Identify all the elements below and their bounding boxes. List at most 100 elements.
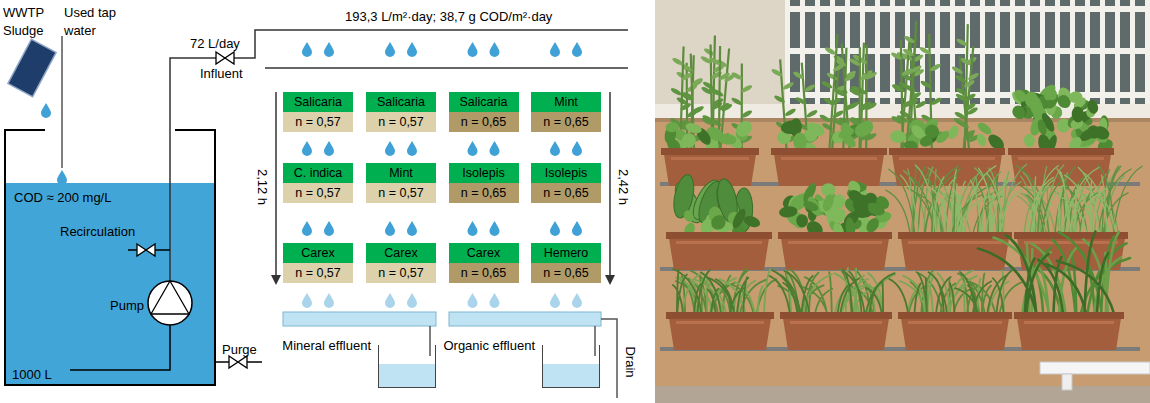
collection-tray	[449, 312, 601, 326]
water-drop	[385, 141, 395, 156]
plant-leaf	[708, 87, 721, 97]
plant-leaf	[718, 102, 731, 112]
porosity-value: n = 0,57	[366, 183, 436, 203]
plant-leaf	[773, 94, 786, 104]
plant-leaves	[676, 269, 770, 316]
plant-leaves	[1027, 166, 1116, 236]
text-holder: Drain	[622, 346, 640, 377]
plant-leaf	[902, 48, 915, 58]
species-name: Salicaria	[283, 92, 353, 112]
plant-leaf	[740, 109, 753, 119]
planter-rim	[1014, 312, 1124, 319]
text-holder: 2,12 h	[254, 169, 272, 205]
water-drop	[324, 42, 334, 57]
source-label: Used tap water	[64, 5, 116, 38]
water-drop	[468, 141, 478, 156]
plant-leaf	[1027, 94, 1046, 119]
plant-leaves	[901, 165, 1021, 236]
water-drop	[468, 221, 478, 236]
effluent-tank: Mineral effluent	[378, 345, 436, 388]
porosity-value: n = 0,57	[283, 112, 353, 132]
water-drop	[468, 293, 478, 308]
plant-leaf	[802, 199, 820, 213]
planter-shade	[790, 321, 882, 324]
plant-leaves	[978, 232, 1115, 317]
distribution-pipe	[265, 67, 628, 69]
downspout	[1062, 374, 1072, 390]
plant-leaf	[679, 102, 692, 112]
tap-pipe	[61, 36, 63, 168]
species-name: Carex	[283, 243, 353, 263]
species-name: Isolepis	[531, 163, 601, 183]
plant-leaf	[929, 63, 942, 73]
valve-label: Recirculation	[60, 224, 135, 239]
plant-leaf	[1042, 85, 1059, 103]
species-name: Isolepis	[449, 163, 519, 183]
species-name: Carex	[366, 243, 436, 263]
text-holder: 2,42 h	[615, 169, 633, 205]
influent-pipe	[170, 30, 628, 281]
planter-shade	[908, 241, 1002, 244]
plant-leaf	[682, 91, 695, 101]
plant-module: Carexn = 0,57	[366, 243, 436, 283]
plant-leaf	[966, 106, 979, 116]
porosity-value: n = 0,57	[366, 263, 436, 283]
loading-rate: 193,3 L/m²·day; 38,7 g COD/m²·day	[345, 9, 552, 24]
planter-rim	[666, 232, 772, 239]
plant-leaf	[681, 72, 694, 82]
planter-shade	[676, 241, 762, 244]
plant-leaf	[742, 214, 762, 229]
text-holder: Pump	[110, 296, 144, 314]
plant-leaf	[782, 81, 795, 91]
planter-rim	[1008, 148, 1114, 155]
text-holder: Purge	[222, 340, 257, 358]
plant-leaf	[967, 72, 980, 82]
time-arrow	[275, 92, 277, 277]
water-drop	[407, 141, 417, 156]
water-drop	[385, 293, 395, 308]
water-drop	[302, 141, 312, 156]
plant-leaf	[730, 96, 743, 106]
water-drop	[572, 293, 582, 308]
plant-leaf	[806, 109, 819, 119]
ground	[655, 386, 1150, 403]
plant-leaves	[889, 270, 1012, 316]
planter-rim	[778, 232, 892, 239]
plant-leaf	[918, 134, 933, 148]
text-holder: Recirculation	[60, 222, 135, 240]
plant-leaf	[682, 209, 695, 224]
plant-leaf	[955, 93, 968, 103]
plant-module: Mintn = 0,65	[531, 92, 601, 132]
water-drop	[57, 170, 67, 185]
text-holder: 193,3 L/m²·day; 38,7 g COD/m²·day	[345, 7, 552, 25]
valve-symbol	[216, 52, 234, 64]
water-drop	[572, 221, 582, 236]
wall-photo	[655, 0, 1150, 403]
planter-shade	[1024, 321, 1114, 324]
plant-leaf	[832, 109, 845, 119]
water-drop	[302, 293, 312, 308]
planter-shade	[788, 241, 882, 244]
water-drop	[324, 141, 334, 156]
gutter	[1040, 362, 1150, 374]
window-grille	[785, 6, 1150, 12]
water-drop	[385, 42, 395, 57]
porosity-value: n = 0,57	[366, 112, 436, 132]
pump-symbol	[148, 281, 192, 325]
pipe-label: Influent	[200, 66, 243, 81]
water-drop	[302, 42, 312, 57]
plant-leaf	[901, 67, 914, 77]
planter-rim	[1014, 232, 1128, 239]
planter-rim	[771, 148, 887, 155]
water-drop	[550, 141, 560, 156]
plant-leaf	[805, 120, 827, 139]
planter-shade	[899, 157, 995, 160]
planter-shade	[781, 157, 877, 160]
plant-leaf	[829, 97, 842, 107]
valve-symbol	[229, 356, 247, 368]
plant-leaf	[840, 122, 852, 137]
plant-leaf	[976, 121, 993, 137]
plant-leaf	[826, 71, 839, 81]
plant-leaf	[850, 195, 872, 218]
water-drop	[572, 141, 582, 156]
